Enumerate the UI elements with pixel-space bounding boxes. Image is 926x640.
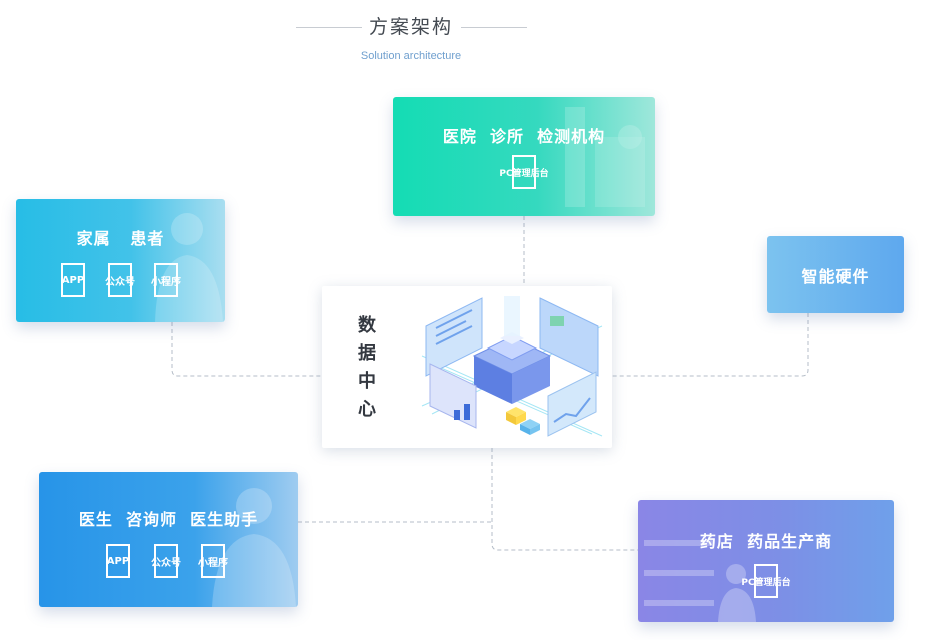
center-char: 心 xyxy=(358,399,376,420)
center-char: 中 xyxy=(358,371,376,392)
badge-label: PC管理后台 xyxy=(741,577,791,588)
card-pharmacy[interactable]: 药店 药品生产商 PC管理后台 xyxy=(638,500,894,622)
badge-bracket xyxy=(106,544,130,578)
badge-bracket xyxy=(512,155,536,189)
badge-label: 小程序 xyxy=(198,557,228,569)
badge-bracket xyxy=(61,263,85,297)
nurse-photo xyxy=(155,213,223,322)
pharmacy-title: 药店 药品生产商 xyxy=(699,532,833,551)
badge-label: PC管理后台 xyxy=(499,168,549,179)
card-hospital[interactable]: 医院 诊所 检测机构 PC管理后台 xyxy=(393,97,655,216)
section-header: 方案架构 Solution architecture xyxy=(0,0,926,70)
page-title: 方案架构 xyxy=(368,16,453,38)
data-center-hub[interactable]: 数 据 中 心 xyxy=(322,286,612,448)
badge-label: 公众号 xyxy=(105,276,135,288)
doctor-photo xyxy=(212,488,296,607)
badge-bracket xyxy=(754,564,778,598)
badge-label: 小程序 xyxy=(151,276,181,288)
hospital-photo xyxy=(565,107,645,207)
badge-official-account[interactable]: 公众号 xyxy=(95,263,145,297)
hardware-title: 智能硬件 xyxy=(801,267,870,286)
card-smart-hardware[interactable]: 智能硬件 xyxy=(767,236,904,313)
badge-label: APP xyxy=(61,274,85,286)
center-char: 数 xyxy=(358,315,376,336)
connector-hardware xyxy=(612,313,809,377)
family-title: 家属 患者 xyxy=(76,229,165,248)
data-center-label: 数 据 中 心 xyxy=(356,312,378,424)
badge-pc-admin[interactable]: PC管理后台 xyxy=(741,564,791,598)
badge-app[interactable]: APP xyxy=(48,263,98,297)
badge-official-account[interactable]: 公众号 xyxy=(141,544,191,578)
badge-mini-program[interactable]: 小程序 xyxy=(188,544,238,578)
badge-label: APP xyxy=(106,555,130,567)
pharmacy-photo xyxy=(644,540,756,622)
connector-pharmacy xyxy=(491,448,638,551)
connector-family xyxy=(171,322,322,377)
doctor-title: 医生 咨询师 医生助手 xyxy=(78,510,259,529)
badge-bracket xyxy=(154,544,178,578)
center-char: 据 xyxy=(358,343,376,364)
badge-mini-program[interactable]: 小程序 xyxy=(141,263,191,297)
badge-app[interactable]: APP xyxy=(93,544,143,578)
card-doctor[interactable]: 医生 咨询师 医生助手 APP 公众号 小程序 xyxy=(39,472,298,607)
title-right-line xyxy=(461,27,527,28)
badge-label: 公众号 xyxy=(151,557,181,569)
card-family-patient[interactable]: 家属 患者 APP 公众号 小程序 xyxy=(16,199,225,322)
badge-pc-admin[interactable]: PC管理后台 xyxy=(499,155,549,189)
badge-bracket xyxy=(201,544,225,578)
hospital-title: 医院 诊所 检测机构 xyxy=(442,127,606,146)
badge-bracket xyxy=(108,263,132,297)
badge-bracket xyxy=(154,263,178,297)
isometric-server-illustration xyxy=(421,296,603,437)
title-left-line xyxy=(296,27,362,28)
page-subtitle: Solution architecture xyxy=(360,50,462,62)
